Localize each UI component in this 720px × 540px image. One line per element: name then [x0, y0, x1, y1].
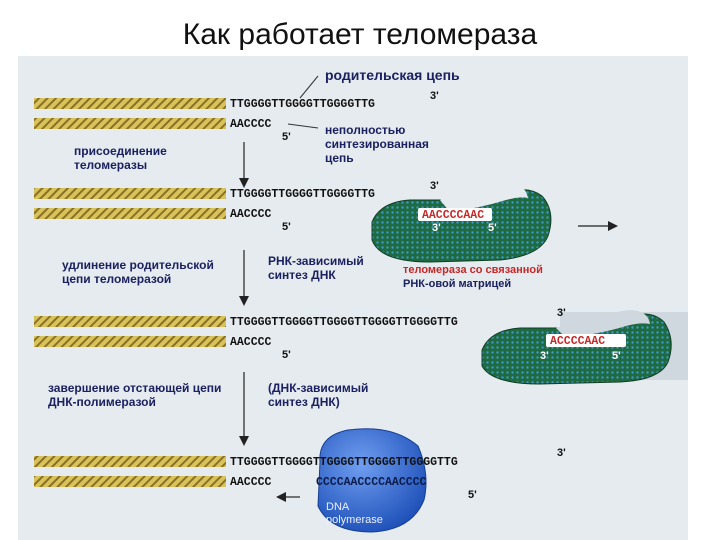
release-arrow-head [608, 221, 618, 231]
label-attach-1: присоединение [74, 144, 167, 158]
end-5prime-3: 5' [282, 349, 291, 361]
daughter-strand-1 [34, 118, 226, 129]
rna-5prime-2: 5' [488, 222, 497, 234]
label-telomerase-2: РНК-овой матрицей [403, 278, 511, 290]
label-rna-dep-2: синтез ДНК [268, 268, 336, 282]
rna-template-2 [418, 208, 492, 221]
parent-strand-3 [34, 316, 226, 327]
sequence-bottom-4: AACCCC [230, 476, 272, 489]
pointer-line-parent [299, 75, 319, 99]
label-incomplete-1: неполностью [325, 123, 405, 137]
label-parent-chain: родительская цепь [325, 67, 460, 83]
daughter-strand-2 [34, 208, 226, 219]
end-5prime-1: 5' [282, 131, 291, 143]
sequence-top-1: TTGGGGTTGGGGTTGGGGTTG [230, 98, 375, 111]
rna-3prime-2: 3' [432, 222, 441, 234]
sequence-bottom-3: AACCCC [230, 336, 272, 349]
label-dna-polymerase-2: polymerase [326, 514, 383, 526]
label-complete-2: ДНК-полимеразой [48, 395, 156, 409]
dna-polymerase [317, 428, 427, 533]
step-arrow-2-head [239, 296, 249, 306]
pointer-line-incomplete [287, 123, 319, 129]
end-5prime-4: 5' [468, 489, 477, 501]
parent-strand-1 [34, 98, 226, 109]
parent-strand-4 [34, 456, 226, 467]
label-incomplete-3: цепь [325, 151, 354, 165]
sequence-top-3: TTGGGGTTGGGGTTGGGGTTGGGGTTGGGGTTG [230, 316, 458, 329]
telomerase-groove-2 [440, 182, 528, 212]
parent-strand-2 [34, 188, 226, 199]
label-dna-dep-1: (ДНК-зависимый [268, 381, 368, 395]
label-dna-dep-2: синтез ДНК) [268, 395, 340, 409]
end-3prime-4: 3' [557, 447, 566, 459]
step-arrow-1-head [239, 178, 249, 188]
end-5prime-2: 5' [282, 221, 291, 233]
step-arrow-3-head [239, 436, 249, 446]
end-3prime-3: 3' [557, 307, 566, 319]
end-3prime-1: 3' [430, 90, 439, 102]
rna-sequence-2: AACCCCAAC [422, 209, 484, 222]
label-elong-2: цепи теломеразой [62, 272, 171, 286]
sequence-top-4: TTGGGGTTGGGGTTGGGGTTGGGGTTGGGGTTG [230, 456, 458, 469]
rna-sequence-3: ACCCCAAC [550, 335, 605, 348]
synthesis-arrow-head [276, 492, 286, 502]
label-incomplete-2: синтезированная [325, 137, 429, 151]
label-attach-2: теломеразы [74, 158, 147, 172]
label-elong-1: удлинение родительской [62, 258, 214, 272]
sequence-bottom-1: AACCCC [230, 118, 272, 131]
end-3prime-2: 3' [430, 180, 439, 192]
sequence-bottom-2: AACCCC [230, 208, 272, 221]
rna-3prime-3: 3' [540, 350, 549, 362]
telomerase-groove-3 [556, 310, 650, 338]
new-strand-sequence-4: CCCCAACCCCAACCCC [316, 476, 427, 489]
rna-template-3 [546, 334, 626, 347]
label-complete-1: завершение отстающей цепи [48, 381, 221, 395]
rna-5prime-3: 5' [612, 350, 621, 362]
slide-title: Как работает теломераза [182, 18, 538, 51]
daughter-strand-3 [34, 336, 226, 347]
daughter-strand-4 [34, 476, 226, 487]
label-dna-polymerase-1: DNA [326, 501, 350, 513]
label-rna-dep-1: РНК-зависимый [268, 254, 364, 268]
sequence-top-2: TTGGGGTTGGGGTTGGGGTTG [230, 188, 375, 201]
label-telomerase-1: теломераза со связанной [403, 264, 543, 276]
